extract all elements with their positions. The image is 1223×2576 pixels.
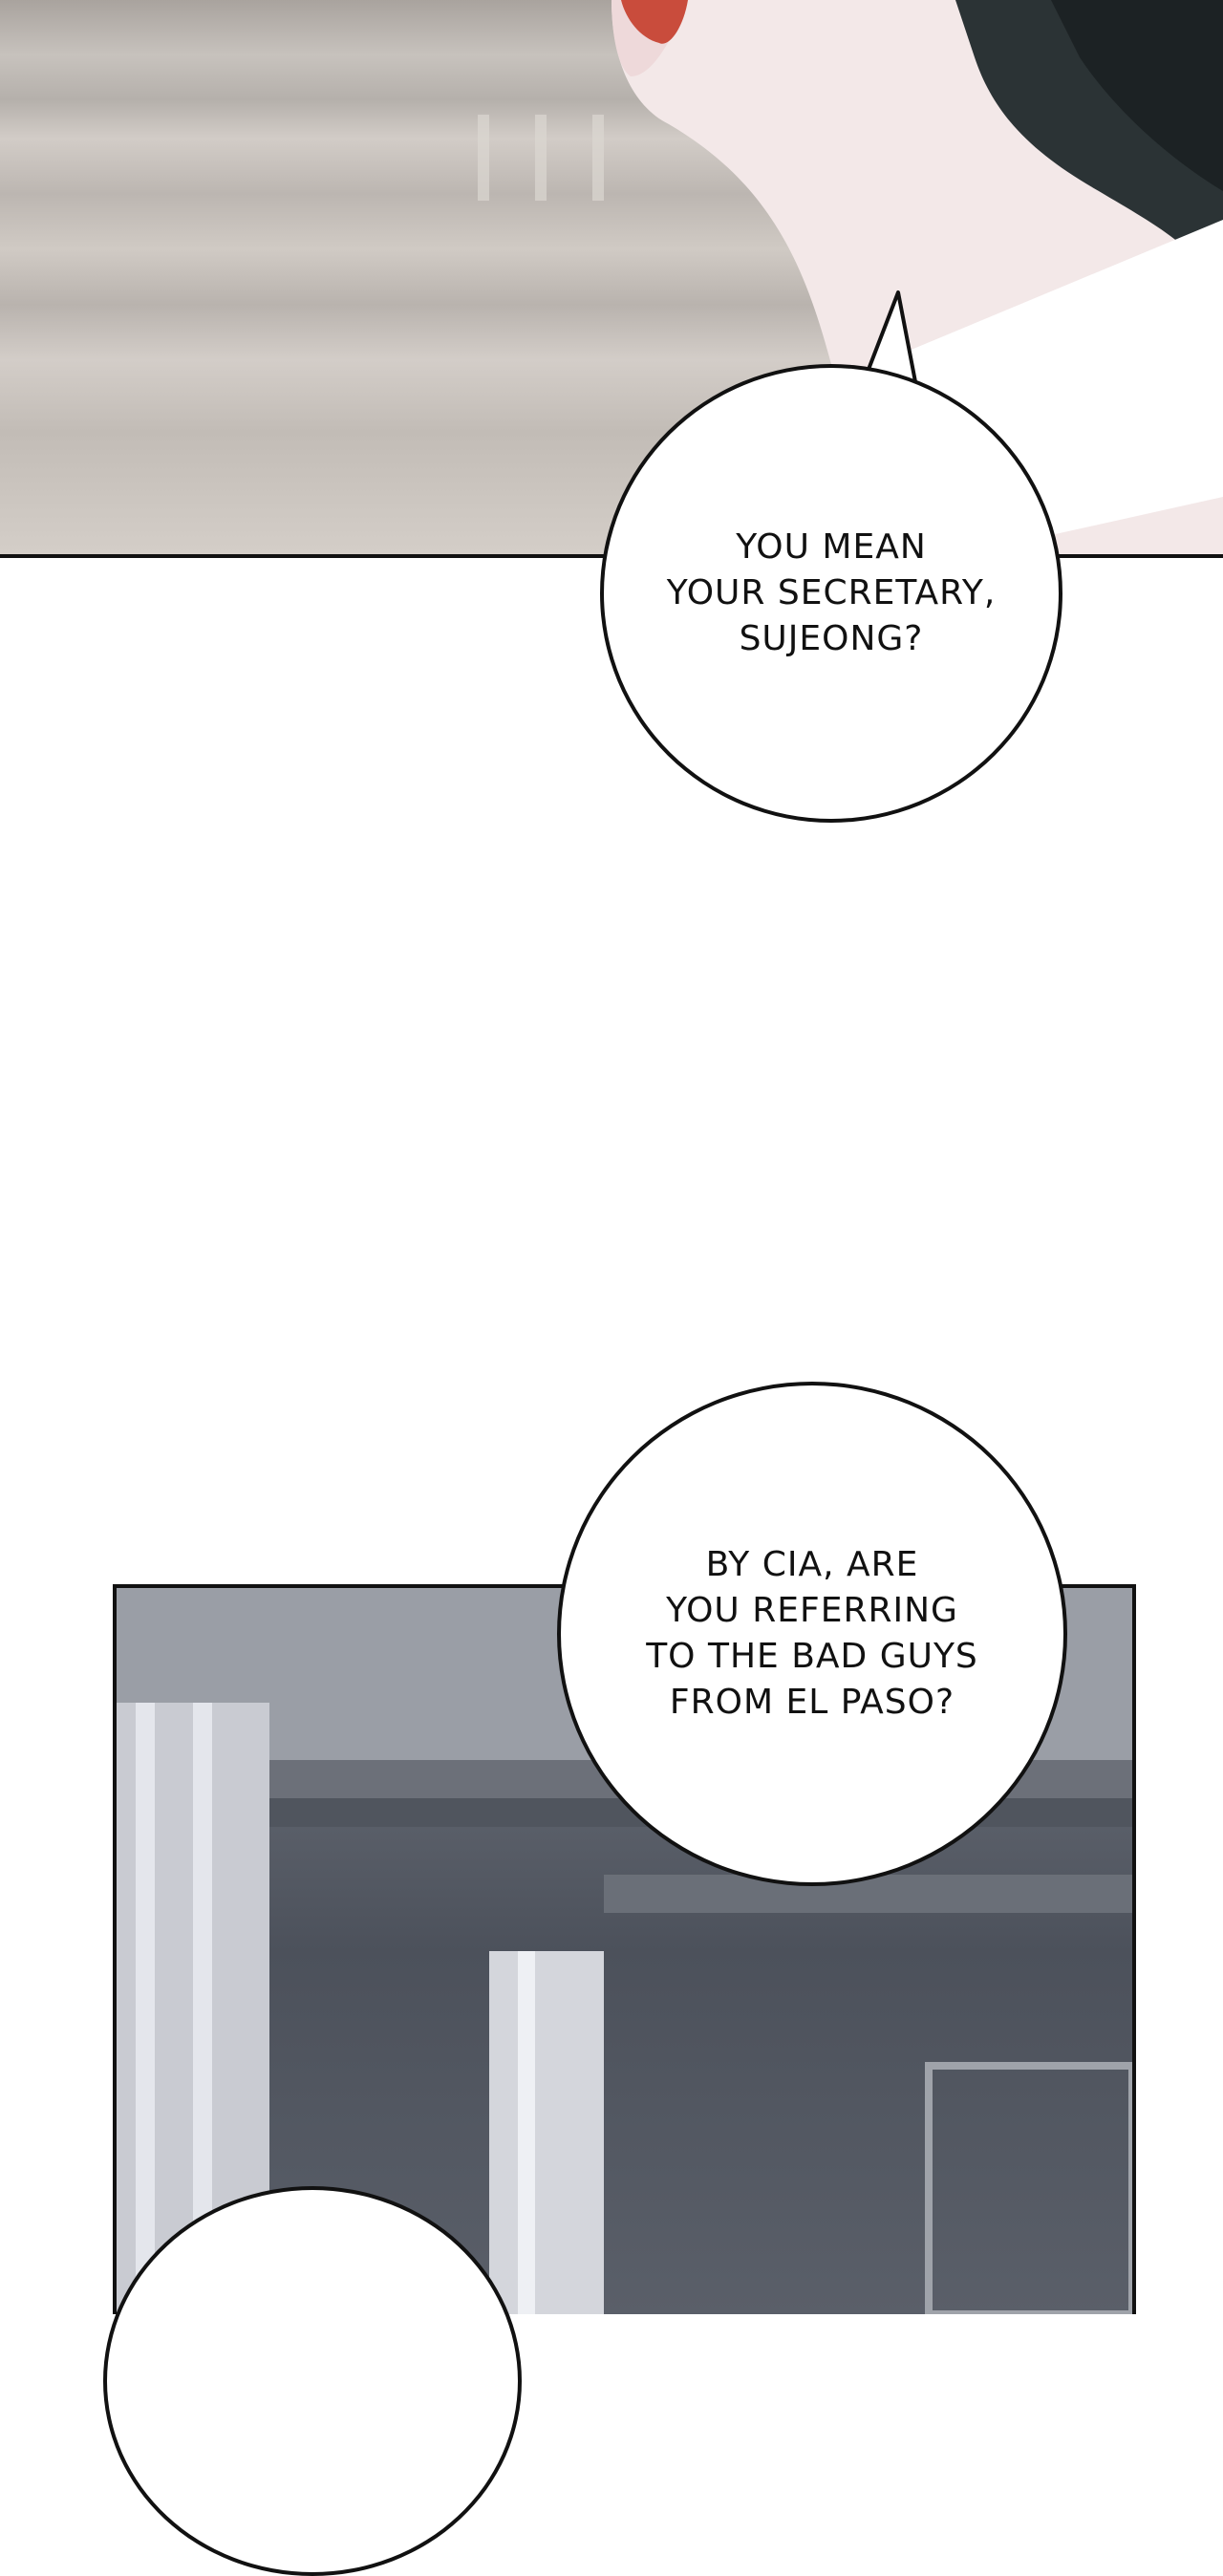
speech-bubble-3-partial [103, 2186, 522, 2576]
top-panel [0, 0, 1223, 558]
dialogue-line: SUJEONG? [739, 619, 924, 658]
speech-bubble-1: YOU MEAN YOUR SECRETARY, SUJEONG? [600, 364, 1062, 823]
dialogue-line: FROM EL PASO? [669, 1683, 955, 1722]
dialogue-line: YOU REFERRING [666, 1591, 958, 1630]
dialogue-line: BY CIA, ARE [705, 1545, 919, 1584]
character-illustration [478, 0, 1223, 554]
speech-bubble-2: BY CIA, ARE YOU REFERRING TO THE BAD GUY… [557, 1382, 1067, 1886]
dialogue-line: YOU MEAN [736, 527, 927, 567]
dialogue-line: TO THE BAD GUYS [646, 1637, 978, 1676]
dialogue-line: YOUR SECRETARY, [666, 573, 997, 612]
